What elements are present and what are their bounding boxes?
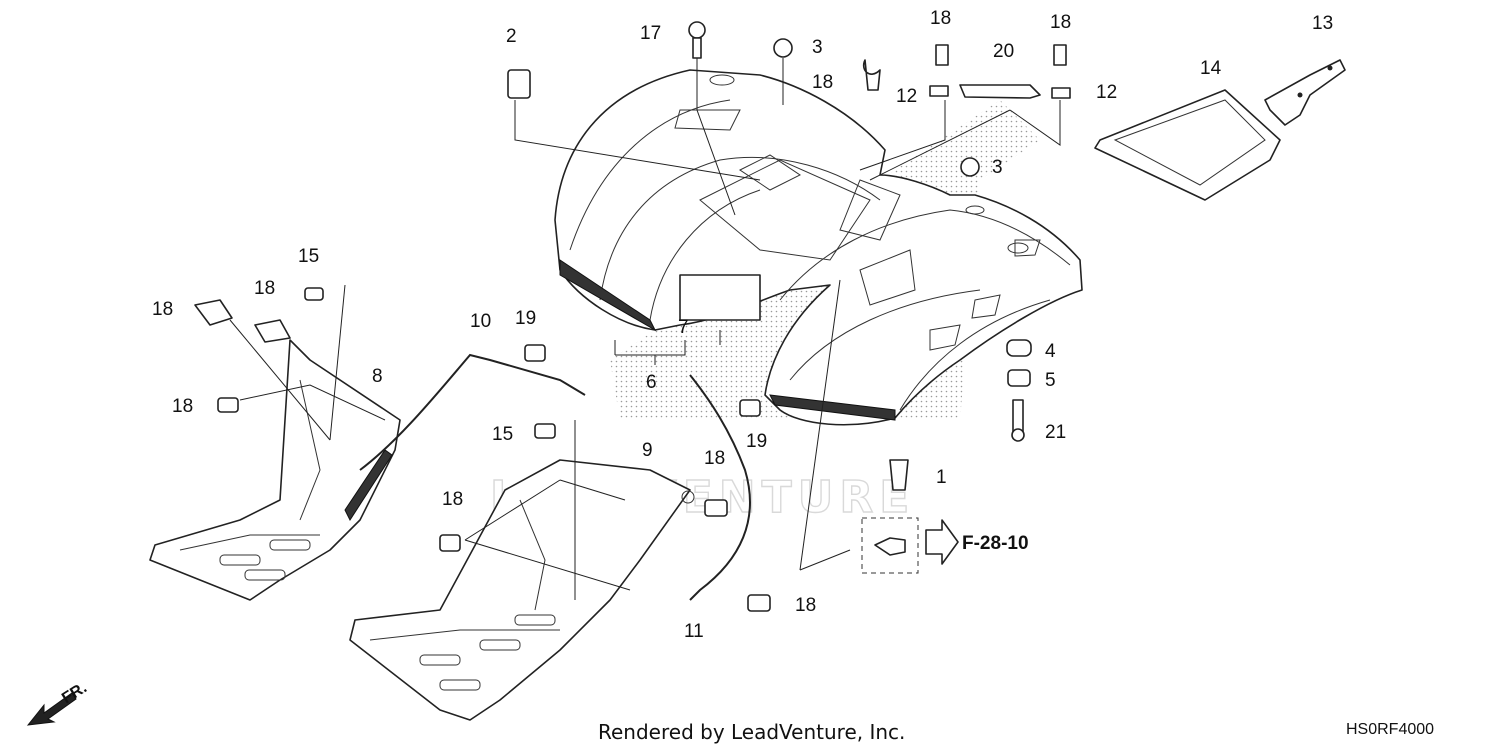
callout-8: 8 — [372, 366, 383, 387]
callout-15-left: 15 — [298, 246, 319, 267]
callout-18-top-b: 18 — [1050, 12, 1071, 33]
seat-cover — [1094, 89, 1281, 201]
bracket — [1264, 59, 1346, 126]
callout-18-left-b: 18 — [254, 278, 275, 299]
callout-18-left-a: 18 — [152, 299, 173, 320]
callout-4: 4 — [1045, 341, 1056, 362]
callout-6: 6 — [646, 372, 657, 393]
right-floorboard — [349, 459, 695, 721]
diagram-code: HS0RF4000 — [1346, 721, 1434, 738]
left-floorboard — [149, 339, 401, 601]
callout-14: 14 — [1200, 58, 1222, 79]
callout-20: 20 — [993, 41, 1014, 62]
callout-12-right: 12 — [1096, 82, 1117, 103]
callout-12-left: 12 — [896, 86, 917, 107]
callout-11: 11 — [684, 621, 704, 642]
callout-2: 2 — [506, 26, 517, 47]
callout-3-right: 3 — [992, 157, 1003, 178]
callout-18-mid-a: 18 — [704, 448, 725, 469]
footer-credit: Rendered by LeadVenture, Inc. — [598, 720, 905, 744]
callout-7: 7 — [678, 317, 689, 338]
callout-19-right: 19 — [746, 431, 767, 452]
callout-13: 13 — [1312, 13, 1333, 34]
callout-5: 5 — [1045, 370, 1056, 391]
callout-18-left-c: 18 — [172, 396, 193, 417]
callout-3-top: 3 — [812, 37, 823, 58]
callout-15-mid: 15 — [492, 424, 513, 445]
callout-16: 17 — [640, 23, 661, 44]
callout-18-mid-b: 18 — [442, 489, 463, 510]
rear-fender — [554, 69, 1083, 426]
callout-1: 1 — [936, 467, 947, 488]
callout-21: 21 — [1045, 422, 1066, 443]
callout-labels: 2 17 3 18 18 20 18 13 14 12 12 3 4 5 21 … — [152, 8, 1333, 642]
reference-box — [861, 517, 959, 574]
callout-17: 18 — [812, 72, 833, 93]
reference-code: F-28-10 — [962, 533, 1029, 554]
support-rods — [359, 353, 751, 601]
callout-19-left: 19 — [515, 308, 536, 329]
callout-9: 9 — [642, 440, 653, 461]
front-direction-arrow — [26, 692, 77, 726]
callout-18-top-a: 18 — [930, 8, 951, 29]
fasteners — [194, 21, 1071, 612]
callout-10: 10 — [470, 311, 491, 332]
callout-18-bottom: 18 — [795, 595, 816, 616]
leader-lines — [229, 58, 1061, 600]
mount-plate — [959, 84, 1041, 99]
